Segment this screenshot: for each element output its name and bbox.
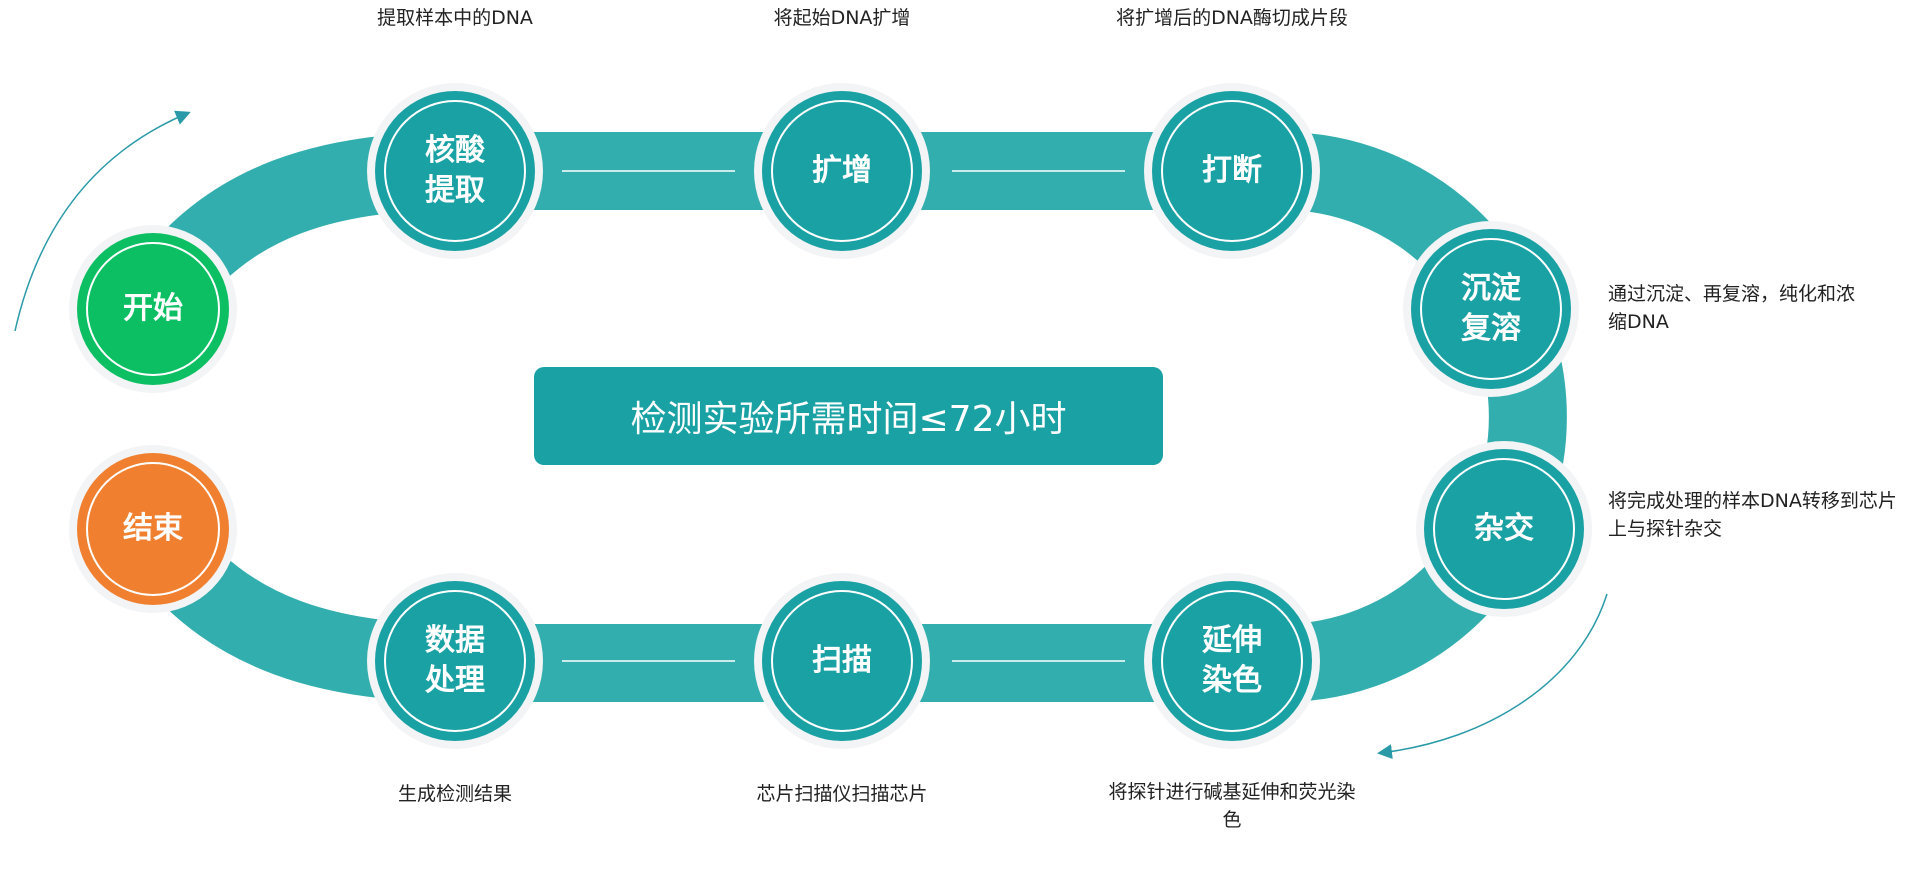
node-label: 打断: [1202, 153, 1262, 188]
node-label: 结束: [123, 511, 183, 546]
node-label: 杂交: [1474, 511, 1534, 546]
node-scan: 扫描: [762, 581, 922, 741]
node-label: 延伸染色: [1202, 623, 1262, 698]
desc-fragment: 将扩增后的DNA酶切成片段: [1116, 7, 1348, 29]
node-fragment: 打断: [1152, 91, 1312, 251]
desc-extend: 将探针进行碱基延伸和荧光染色: [1108, 781, 1356, 831]
node-amplify: 扩增: [762, 91, 922, 251]
node-label: 开始: [123, 291, 183, 326]
node-extend: 延伸染色: [1152, 581, 1312, 741]
node-extract: 核酸提取: [375, 91, 535, 251]
duration-banner: 检测实验所需时间≤72小时: [534, 367, 1163, 465]
desc-hybridize: 将完成处理的样本DNA转移到芯片上与探针杂交: [1608, 490, 1897, 540]
desc-analyze: 生成检测结果: [397, 783, 512, 805]
node-hybridize: 杂交: [1424, 449, 1584, 609]
desc-scan: 芯片扫描仪扫描芯片: [756, 783, 928, 805]
desc-extract: 提取样本中的DNA: [377, 7, 533, 29]
node-precipitate: 沉淀复溶: [1411, 229, 1571, 389]
clockwise-arrow-right: [1377, 593, 1608, 760]
node-end: 结束: [77, 453, 229, 605]
node-start: 开始: [77, 233, 229, 385]
desc-amplify: 将起始DNA扩增: [773, 7, 911, 29]
node-analyze: 数据处理: [375, 581, 535, 741]
desc-precipitate: 通过沉淀、再复溶，纯化和浓缩DNA: [1608, 283, 1856, 333]
node-label: 数据处理: [425, 623, 485, 698]
node-label: 核酸提取: [425, 133, 485, 208]
clockwise-arrow-left: [14, 110, 191, 332]
node-label: 沉淀复溶: [1461, 271, 1521, 346]
node-label: 扫描: [812, 643, 872, 678]
node-label: 扩增: [812, 153, 872, 188]
